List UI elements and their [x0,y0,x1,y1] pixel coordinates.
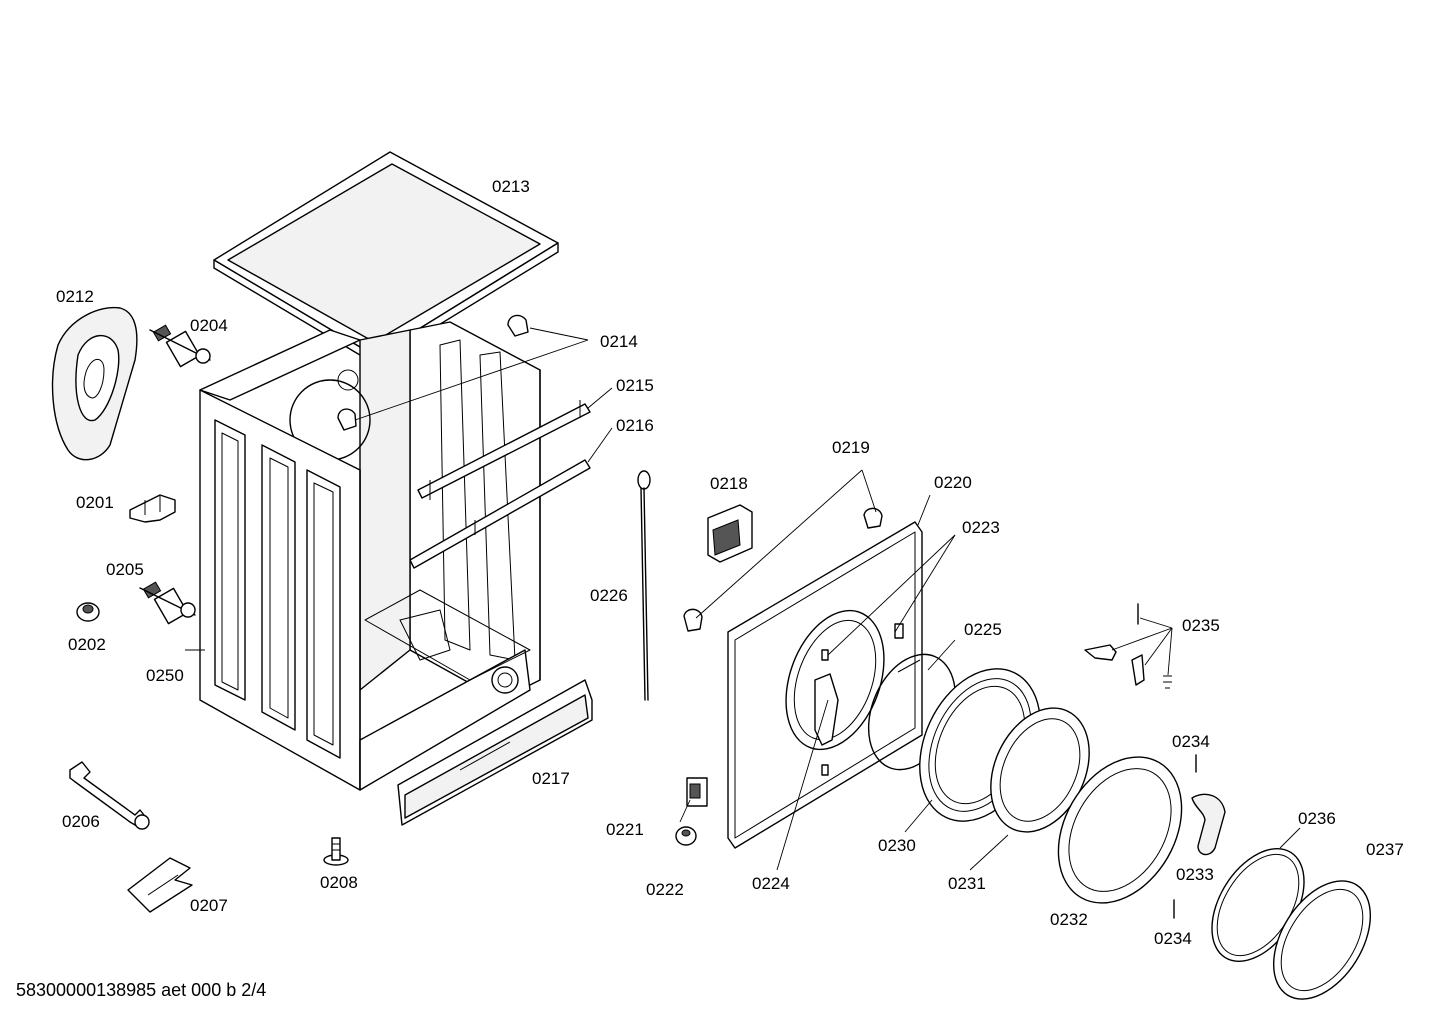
part-0219-clip[interactable] [683,507,883,632]
label-0226: 0226 [590,586,628,605]
label-0233: 0233 [1176,865,1214,884]
part-0201-bracket[interactable] [129,494,176,523]
label-0201: 0201 [76,493,114,512]
label-0202: 0202 [68,635,106,654]
label-0219: 0219 [832,438,870,457]
part-0215-rail[interactable] [417,400,591,500]
label-0250: 0250 [146,666,184,685]
drawing-reference-footer: 58300000138985 aet 000 b 2/4 [16,980,267,1000]
part-0207-plate[interactable] [127,857,193,913]
part-0216-rail[interactable] [409,459,591,569]
part-0214-clip[interactable] [337,314,529,431]
label-0232: 0232 [1050,910,1088,929]
leader-lines [185,327,1301,871]
label-0217: 0217 [532,769,570,788]
label-0235: 0235 [1182,616,1220,635]
label-0223: 0223 [962,518,1000,537]
part-0208-foot[interactable] [323,837,349,866]
label-0221: 0221 [606,820,644,839]
part-0205-shock-absorber[interactable] [139,581,196,625]
part-0220-front-panel[interactable] [727,521,923,849]
label-0205: 0205 [106,560,144,579]
label-0224: 0224 [752,874,790,893]
part-0222-cap[interactable] [675,826,697,846]
part-0237-trim-ring[interactable] [1254,864,1391,1017]
label-0222: 0222 [646,880,684,899]
label-0234-bottom: 0234 [1154,929,1192,948]
part-0206-spanner[interactable] [69,761,150,830]
part-labels: 0213 0212 0204 0214 0215 0216 0219 0218 … [56,177,1404,948]
label-0237: 0237 [1366,840,1404,859]
label-0207: 0207 [190,896,228,915]
part-0221-catch[interactable] [686,777,708,807]
part-0202-foot-cap[interactable] [76,602,100,622]
label-0204: 0204 [190,316,228,335]
label-0206: 0206 [62,812,100,831]
label-0230: 0230 [878,836,916,855]
part-0226-rod[interactable] [637,470,651,701]
part-0212-back-cover[interactable] [51,306,138,461]
part-0232-door-ring-outer[interactable] [1033,735,1206,925]
part-0235-hinge-kit[interactable] [1084,603,1172,689]
label-0236: 0236 [1298,809,1336,828]
label-0208: 0208 [320,873,358,892]
label-0234-top: 0234 [1172,732,1210,751]
part-0250-cabinet[interactable] [199,321,541,791]
part-0217-plinth[interactable] [397,679,593,826]
label-0212: 0212 [56,287,94,306]
part-0204-shock-absorber[interactable] [149,324,211,368]
label-0220: 0220 [934,473,972,492]
label-0218: 0218 [710,474,748,493]
label-0214: 0214 [600,332,638,351]
label-0216: 0216 [616,416,654,435]
label-0231: 0231 [948,874,986,893]
label-0225: 0225 [964,620,1002,639]
label-0215: 0215 [616,376,654,395]
part-0218-module[interactable] [707,504,753,563]
part-0213-top-cover[interactable] [213,151,559,365]
part-0233-handle[interactable] [1191,793,1226,856]
label-0213: 0213 [492,177,530,196]
